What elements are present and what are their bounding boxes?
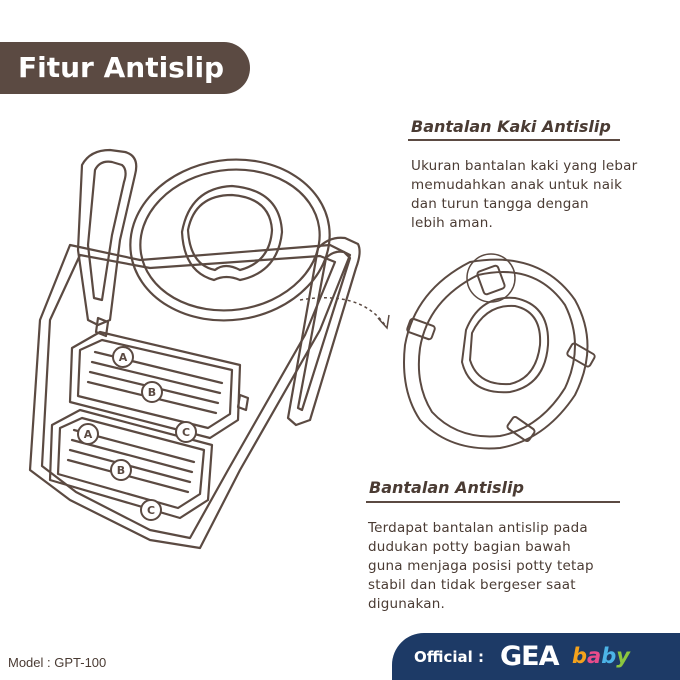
section-heading-antislip: Bantalan Antislip: [369, 478, 524, 497]
step-letter: C: [147, 504, 155, 517]
brand-logo: GEA: [500, 641, 560, 672]
brand-sub-logo: baby: [572, 644, 630, 668]
description-line: guna menjaga posisi potty tetap: [368, 558, 594, 574]
description-line: Ukuran bantalan kaki yang lebar: [411, 158, 638, 174]
step-letter: B: [117, 464, 125, 477]
step-letter: A: [119, 351, 128, 364]
step-letter: C: [182, 426, 190, 439]
heading-underline: [408, 139, 620, 141]
step-letter: B: [148, 386, 156, 399]
logo-letter: a: [587, 644, 602, 668]
description-line: Terdapat bantalan antislip pada: [368, 520, 588, 536]
page-title: Fitur Antislip: [0, 42, 250, 94]
official-store-banner: Official : GEA baby: [392, 633, 680, 680]
description-line: stabil dan tidak bergeser saat: [368, 577, 576, 593]
logo-letter: b: [572, 644, 588, 668]
description-line: dan turun tangga dengan: [411, 196, 589, 212]
step-letter: A: [84, 428, 93, 441]
pad-highlight-circle: [466, 253, 516, 303]
description-line: dudukan potty bagian bawah: [368, 539, 571, 555]
section-description-foot-pad: Ukuran bantalan kaki yang lebar memudahk…: [411, 157, 651, 233]
description-line: memudahkan anak untuk naik: [411, 177, 623, 193]
model-number: Model : GPT-100: [8, 655, 107, 670]
logo-letter: y: [616, 644, 630, 668]
description-line: lebih aman.: [411, 215, 493, 231]
section-heading-foot-pad: Bantalan Kaki Antislip: [411, 117, 611, 136]
heading-underline: [366, 501, 620, 503]
description-line: digunakan.: [368, 596, 445, 612]
section-description-antislip: Terdapat bantalan antislip pada dudukan …: [368, 519, 648, 614]
logo-letter: b: [601, 644, 617, 668]
official-label: Official :: [414, 648, 484, 666]
